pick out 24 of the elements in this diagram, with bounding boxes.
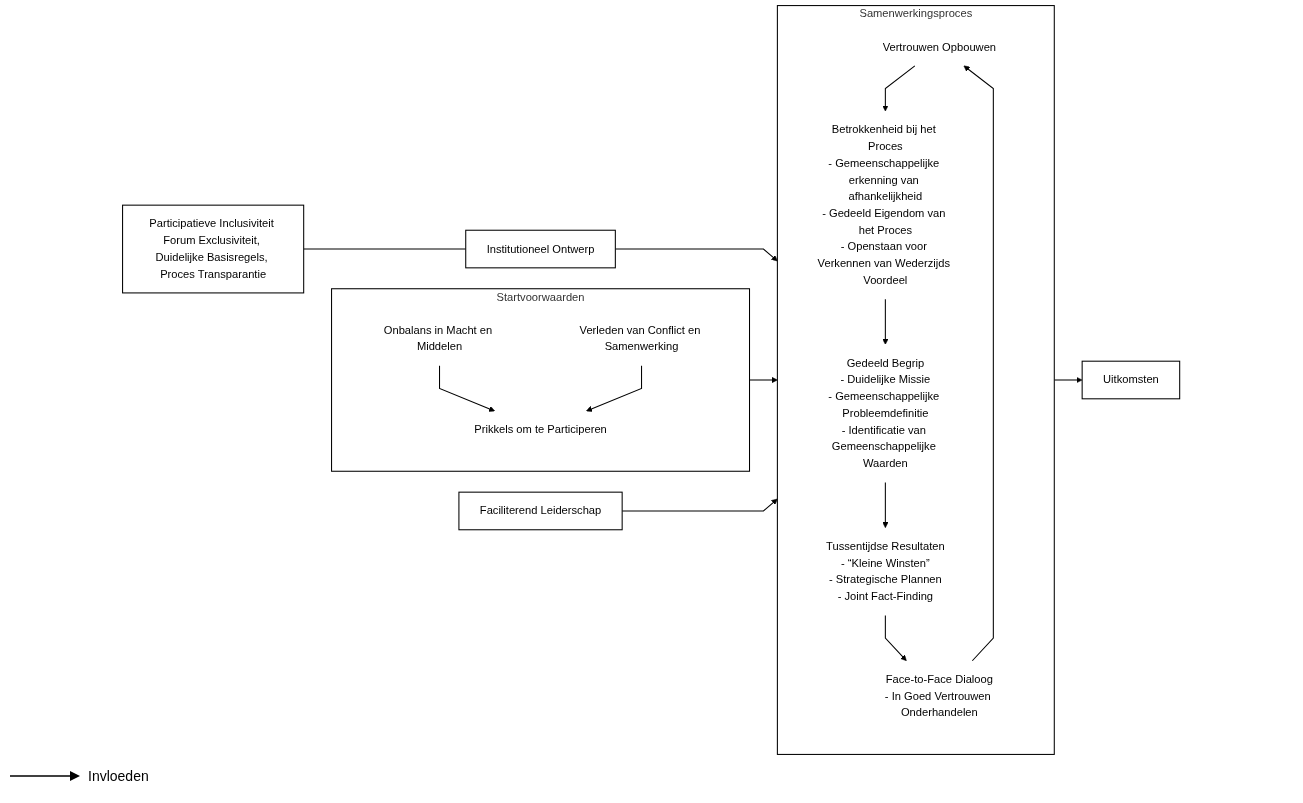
node-box: Institutioneel Ontwerp (465, 229, 617, 269)
node-text: Onbalans in Macht en Middelen (384, 323, 493, 353)
node-text: Gedeeld Begrip - Duidelijke Missie - Gemeenschappelijke Probleemdefinitie - Identificatie van Gemeenschappelijke Waarden (828, 357, 940, 470)
arrow (882, 298, 889, 345)
arrow (963, 65, 995, 662)
arrow (1054, 376, 1083, 384)
arrow (615, 248, 778, 262)
node-text: Tussentijdse Resultaten - “Kleine Winsten” - Strategische Plannen - Joint Fact-Finding (826, 540, 945, 603)
legend-label: Invloeden (88, 768, 149, 784)
node-text: Face-to-Face Dialoog - In Goed Vertrouwen Onderhandelen (885, 673, 994, 719)
arrow (622, 498, 778, 512)
node-box: Participatieve Inclusiviteit Forum Exclusiviteit, Duidelijke Basisregels, Proces Transparantie (122, 204, 305, 294)
arrow (882, 481, 889, 528)
arrow (586, 365, 643, 412)
node-text: Prikkels om te Participeren (474, 423, 608, 436)
arrow (882, 65, 916, 112)
arrow (885, 614, 907, 661)
arrow (749, 376, 778, 384)
node-box: Faciliterend Leiderschap (458, 491, 624, 531)
node-text: Verleden van Conflict en Samenwerking (579, 323, 701, 353)
node-box: Uitkomsten (1082, 360, 1181, 400)
node-text: Betrokkenheid bij het Proces - Gemeenschappelijke erkenning van afhankelijkheid - Gedeeld Eigendom van het Proces - Openstaan voor Verkennen van Wederzijds Voordeel (817, 123, 951, 286)
arrow (439, 365, 496, 412)
node-text: Vertrouwen Opbouwen (883, 40, 997, 53)
